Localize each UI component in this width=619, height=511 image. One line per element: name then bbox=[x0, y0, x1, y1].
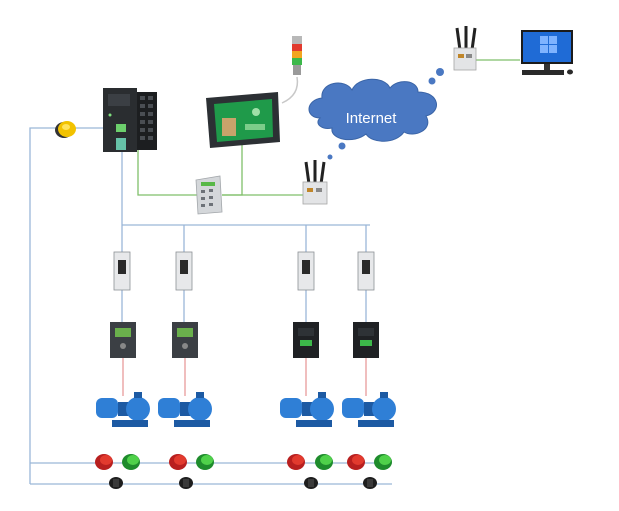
red-stop-button bbox=[347, 454, 365, 470]
pump-group-1 bbox=[95, 251, 150, 489]
green-start-button bbox=[196, 454, 214, 470]
signal-tower-light bbox=[281, 36, 302, 104]
circuit-breaker bbox=[357, 251, 375, 291]
pump-group-2 bbox=[158, 251, 214, 489]
circuit-breaker bbox=[297, 251, 315, 291]
ethernet-switch bbox=[195, 175, 223, 215]
red-stop-button bbox=[95, 454, 113, 470]
circuit-breaker bbox=[175, 251, 193, 291]
pump-group-3 bbox=[280, 251, 334, 489]
yellow-indicator-light bbox=[55, 121, 76, 138]
remote-workstation-pc bbox=[521, 30, 573, 75]
selector-switch bbox=[363, 477, 377, 489]
red-stop-button bbox=[169, 454, 187, 470]
variable-frequency-drive bbox=[172, 322, 198, 358]
centrifugal-pump bbox=[158, 392, 212, 427]
hmi-panel bbox=[206, 92, 280, 148]
centrifugal-pump bbox=[280, 392, 334, 427]
pump-group-4 bbox=[342, 251, 396, 489]
circuit-breaker bbox=[113, 251, 131, 291]
variable-frequency-drive bbox=[353, 322, 379, 358]
internet-cloud: Internet bbox=[308, 68, 444, 160]
green-start-button bbox=[122, 454, 140, 470]
centrifugal-pump bbox=[342, 392, 396, 427]
variable-frequency-drive bbox=[293, 322, 319, 358]
local-4g-router bbox=[302, 160, 328, 205]
green-start-button bbox=[315, 454, 333, 470]
selector-switch bbox=[179, 477, 193, 489]
green-start-button bbox=[374, 454, 392, 470]
motor-cables bbox=[122, 358, 367, 396]
centrifugal-pump bbox=[96, 392, 150, 427]
red-stop-button bbox=[287, 454, 305, 470]
internet-cloud-label: Internet bbox=[346, 110, 398, 127]
ethernet-lines bbox=[137, 59, 520, 196]
remote-4g-router bbox=[453, 26, 477, 71]
selector-switch bbox=[109, 477, 123, 489]
variable-frequency-drive bbox=[110, 322, 136, 358]
plc-controller bbox=[103, 88, 157, 152]
selector-switch bbox=[304, 477, 318, 489]
